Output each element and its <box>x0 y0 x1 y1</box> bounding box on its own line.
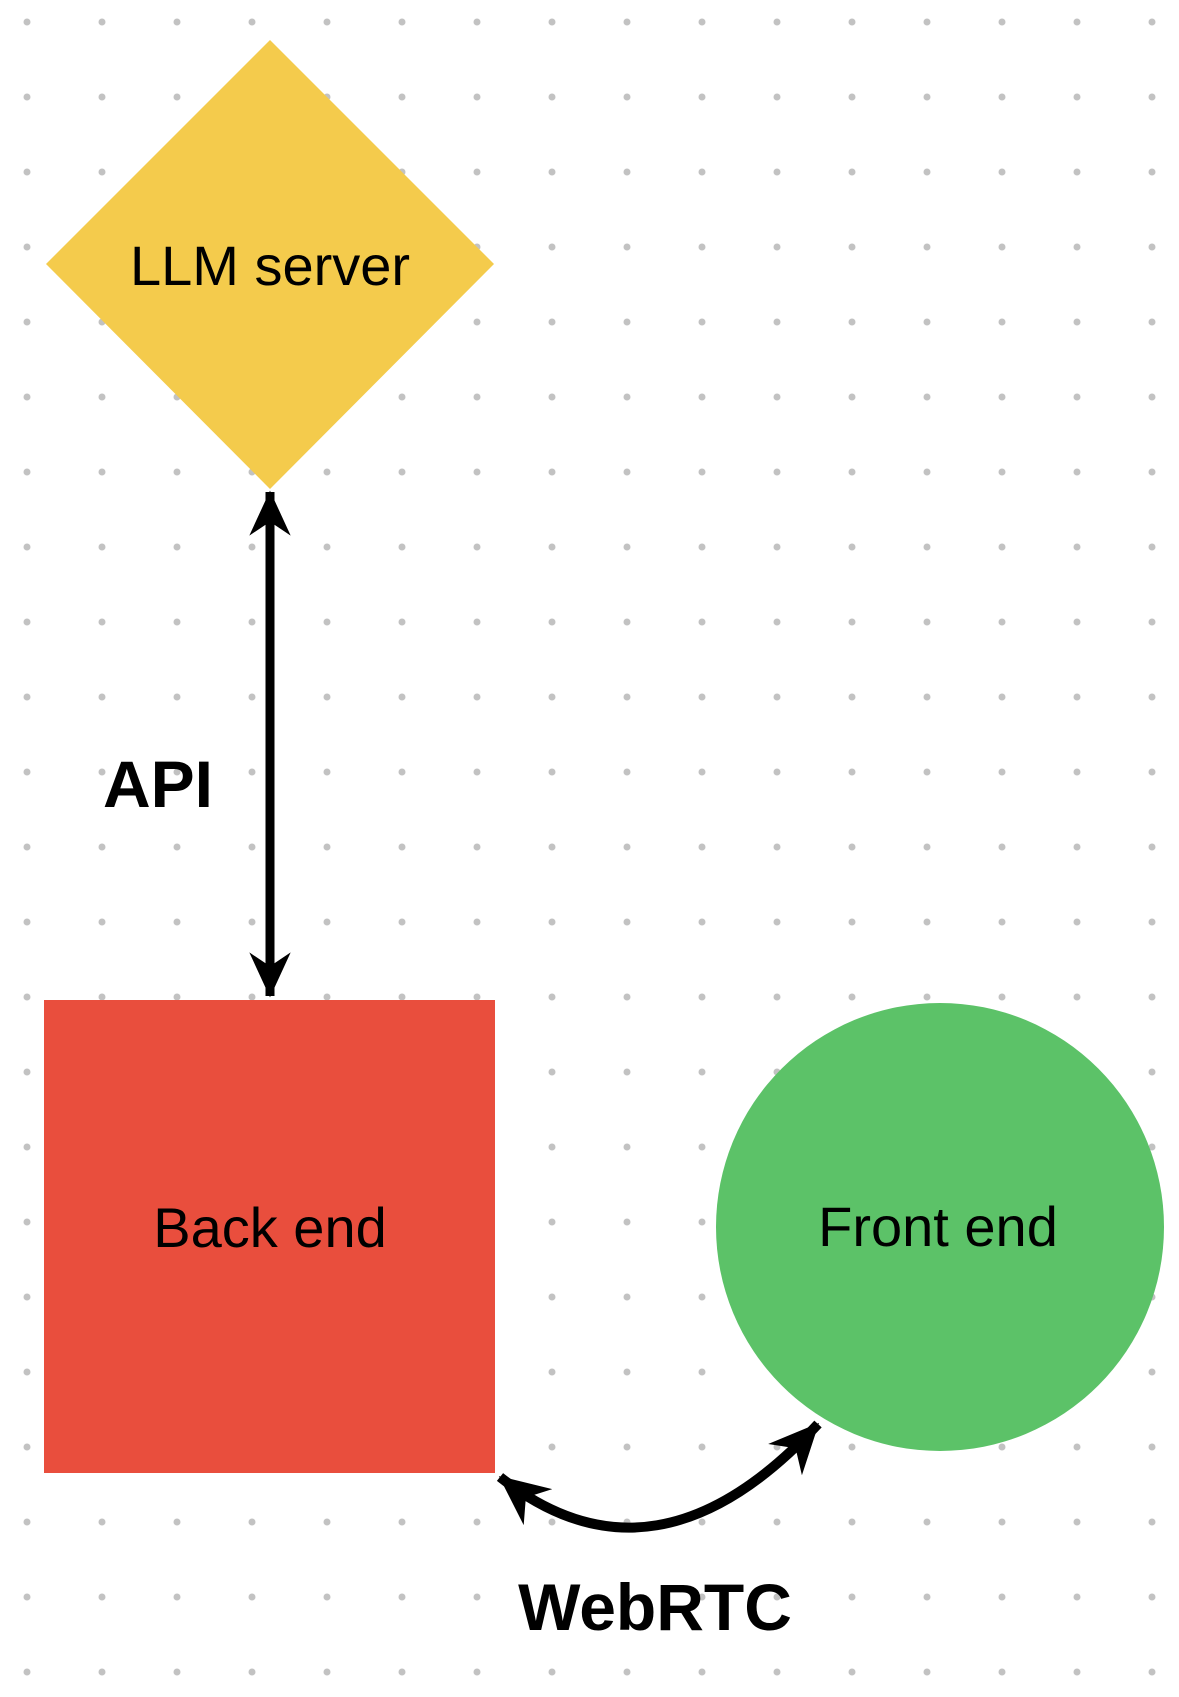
webrtc-edge-label: WebRTC <box>518 1570 792 1644</box>
webrtc-edge-arrow[interactable] <box>496 1420 822 1533</box>
front-end-node-circle[interactable] <box>716 1003 1164 1451</box>
front-end-node-label: Front end <box>818 1195 1058 1258</box>
llm-server-node-diamond[interactable] <box>46 40 494 489</box>
llm-server-node-label: LLM server <box>130 234 410 297</box>
api-edge-label: API <box>103 747 213 821</box>
back-end-node-square[interactable] <box>44 1000 495 1473</box>
back-end-node-label: Back end <box>153 1196 387 1259</box>
